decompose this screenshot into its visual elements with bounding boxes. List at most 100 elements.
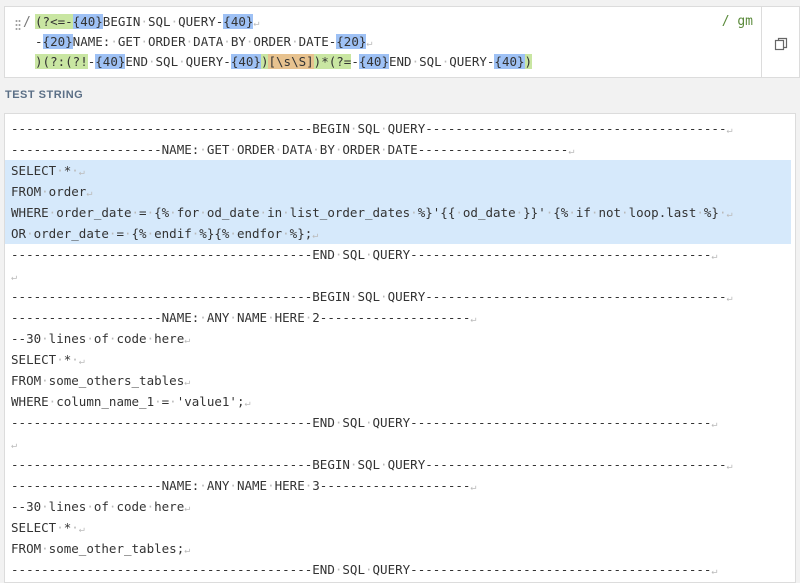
- test-line-text: --------------------NAME:·ANY·NAME·HERE·…: [11, 310, 471, 325]
- regex-open-delimiter: /: [23, 15, 31, 30]
- test-line: ↵: [5, 433, 791, 454]
- regex-token: {20}: [336, 34, 367, 49]
- regex-line-1[interactable]: (?<=-{40}BEGIN·SQL·QUERY-{40}↵: [35, 12, 259, 32]
- regex-token: -: [486, 54, 495, 69]
- test-line: ----------------------------------------…: [5, 118, 791, 139]
- test-line: FROM·some_other_tables;↵: [5, 538, 791, 559]
- test-line-text: FROM·some_others_tables: [11, 373, 185, 388]
- regex-token: -: [35, 34, 43, 49]
- test-line: ----------------------------------------…: [5, 454, 791, 475]
- test-line-text: OR·order_date·=·{%·endif·%}{%·endfor·%};: [11, 226, 313, 241]
- test-line: --------------------NAME:·ANY·NAME·HERE·…: [5, 307, 791, 328]
- line-break-icon: ↵: [184, 377, 191, 388]
- test-string-editor[interactable]: ----------------------------------------…: [4, 113, 796, 583]
- test-line: --------------------NAME:·ANY·NAME·HERE·…: [5, 475, 791, 496]
- test-line-text: WHERE·column_name_1·=·'value1';: [11, 394, 245, 409]
- regex-token: [\s\S]: [268, 54, 314, 69]
- test-line-text: --------------------NAME:·ANY·NAME·HERE·…: [11, 478, 471, 493]
- test-line-text: ----------------------------------------…: [11, 289, 727, 304]
- regex-token: -: [215, 14, 224, 29]
- test-line: SELECT·*·↵: [5, 349, 791, 370]
- line-break-icon: ↵: [11, 272, 18, 283]
- regex-token: )*: [313, 54, 329, 69]
- regex-line-3[interactable]: )(?:(?!-{40}END·SQL·QUERY-{40})[\s\S])*(…: [35, 52, 533, 72]
- regex-token: (?=: [328, 54, 352, 69]
- regex-token: -: [87, 54, 96, 69]
- test-line: SELECT·*·↵: [5, 517, 791, 538]
- test-line: ----------------------------------------…: [5, 559, 791, 580]
- line-break-icon: ↵: [244, 398, 251, 409]
- line-break-icon: ↵: [711, 251, 718, 262]
- regex-token: NAME:·GET·ORDER·DATA·BY·ORDER·DATE: [72, 34, 329, 49]
- test-line-text: ----------------------------------------…: [11, 562, 712, 577]
- regex-token: END·SQL·QUERY: [388, 54, 487, 69]
- regex-token: {40}: [494, 54, 525, 69]
- test-line-text: FROM·order: [11, 184, 87, 199]
- test-line-text: ----------------------------------------…: [11, 415, 712, 430]
- matched-line: WHERE·order_date·=·{%·for·od_date·in·lis…: [5, 202, 791, 223]
- matched-line: SELECT·*·↵: [5, 160, 791, 181]
- matched-line: OR·order_date·=·{%·endif·%}{%·endfor·%};…: [5, 223, 791, 244]
- line-break-icon: ↵: [78, 524, 85, 535]
- regex-token: -: [65, 14, 73, 29]
- regex-token: END·SQL·QUERY: [125, 54, 224, 69]
- regex-token: {40}: [230, 54, 261, 69]
- test-line: --------------------NAME:·GET·ORDER·DATA…: [5, 139, 791, 160]
- test-line-text: --------------------NAME:·GET·ORDER·DATA…: [11, 142, 569, 157]
- line-break-icon: ↵: [726, 125, 733, 136]
- regex-token: -: [328, 34, 337, 49]
- line-break-icon: ↵: [726, 461, 733, 472]
- line-break-icon: ↵: [184, 335, 191, 346]
- line-break-icon: ↵: [470, 314, 477, 325]
- line-break-icon: ↵: [470, 482, 477, 493]
- test-line-text: SELECT·*·: [11, 520, 79, 535]
- line-break-icon: ↵: [726, 209, 733, 220]
- regex-token: {40}: [358, 54, 389, 69]
- test-line: --30·lines·of·code·here↵: [5, 328, 791, 349]
- test-line: ----------------------------------------…: [5, 412, 791, 433]
- test-line-text: ----------------------------------------…: [11, 457, 727, 472]
- line-break-icon: ↵: [253, 18, 260, 29]
- regex-token: BEGIN·SQL·QUERY: [102, 14, 216, 29]
- test-line-text: WHERE·order_date·=·{%·for·od_date·in·lis…: [11, 205, 727, 220]
- test-line: WHERE·column_name_1·=·'value1';↵: [5, 391, 791, 412]
- line-break-icon: ↵: [568, 146, 575, 157]
- regex-flags[interactable]: / gm: [721, 14, 753, 29]
- test-line-text: ----------------------------------------…: [11, 247, 712, 262]
- line-break-icon: ↵: [184, 503, 191, 514]
- regex-token: {40}: [223, 14, 254, 29]
- line-break-icon: ↵: [78, 356, 85, 367]
- copy-icon[interactable]: [774, 37, 788, 51]
- test-string-label: TEST STRING: [5, 89, 84, 101]
- regex-token: {40}: [72, 14, 103, 29]
- test-line-text: ----------------------------------------…: [11, 121, 727, 136]
- line-break-icon: ↵: [312, 230, 319, 241]
- test-line: --30·lines·of·code·here↵: [5, 496, 791, 517]
- test-line-text: FROM·some_other_tables;: [11, 541, 185, 556]
- test-line: FROM·some_others_tables↵: [5, 370, 791, 391]
- regex-token: ): [524, 54, 533, 69]
- line-break-icon: ↵: [78, 167, 85, 178]
- test-line: ----------------------------------------…: [5, 244, 791, 265]
- line-break-icon: ↵: [86, 188, 93, 199]
- copy-regex-panel[interactable]: [761, 6, 800, 78]
- regex-token: )(?:: [35, 54, 66, 69]
- matched-line: FROM·order↵: [5, 181, 791, 202]
- regex-token: -: [351, 54, 359, 69]
- line-break-icon: ↵: [726, 293, 733, 304]
- line-break-icon: ↵: [366, 38, 373, 49]
- line-break-icon: ↵: [711, 419, 718, 430]
- regex-token: {40}: [95, 54, 126, 69]
- regex-token: -: [223, 54, 231, 69]
- regex-editor[interactable]: / (?<=-{40}BEGIN·SQL·QUERY-{40}↵ -{20}NA…: [4, 6, 761, 78]
- line-break-icon: ↵: [11, 440, 18, 451]
- test-line: ----------------------------------------…: [5, 286, 791, 307]
- drag-handle-icon[interactable]: [15, 19, 21, 31]
- line-break-icon: ↵: [711, 566, 718, 577]
- regex-token: (?<=: [35, 14, 66, 29]
- test-line-text: --30·lines·of·code·here: [11, 499, 185, 514]
- test-line-text: SELECT·*·: [11, 163, 79, 178]
- regex-token: (?!: [65, 54, 88, 69]
- regex-line-2[interactable]: -{20}NAME:·GET·ORDER·DATA·BY·ORDER·DATE-…: [35, 32, 372, 52]
- regex-token: ): [260, 54, 269, 69]
